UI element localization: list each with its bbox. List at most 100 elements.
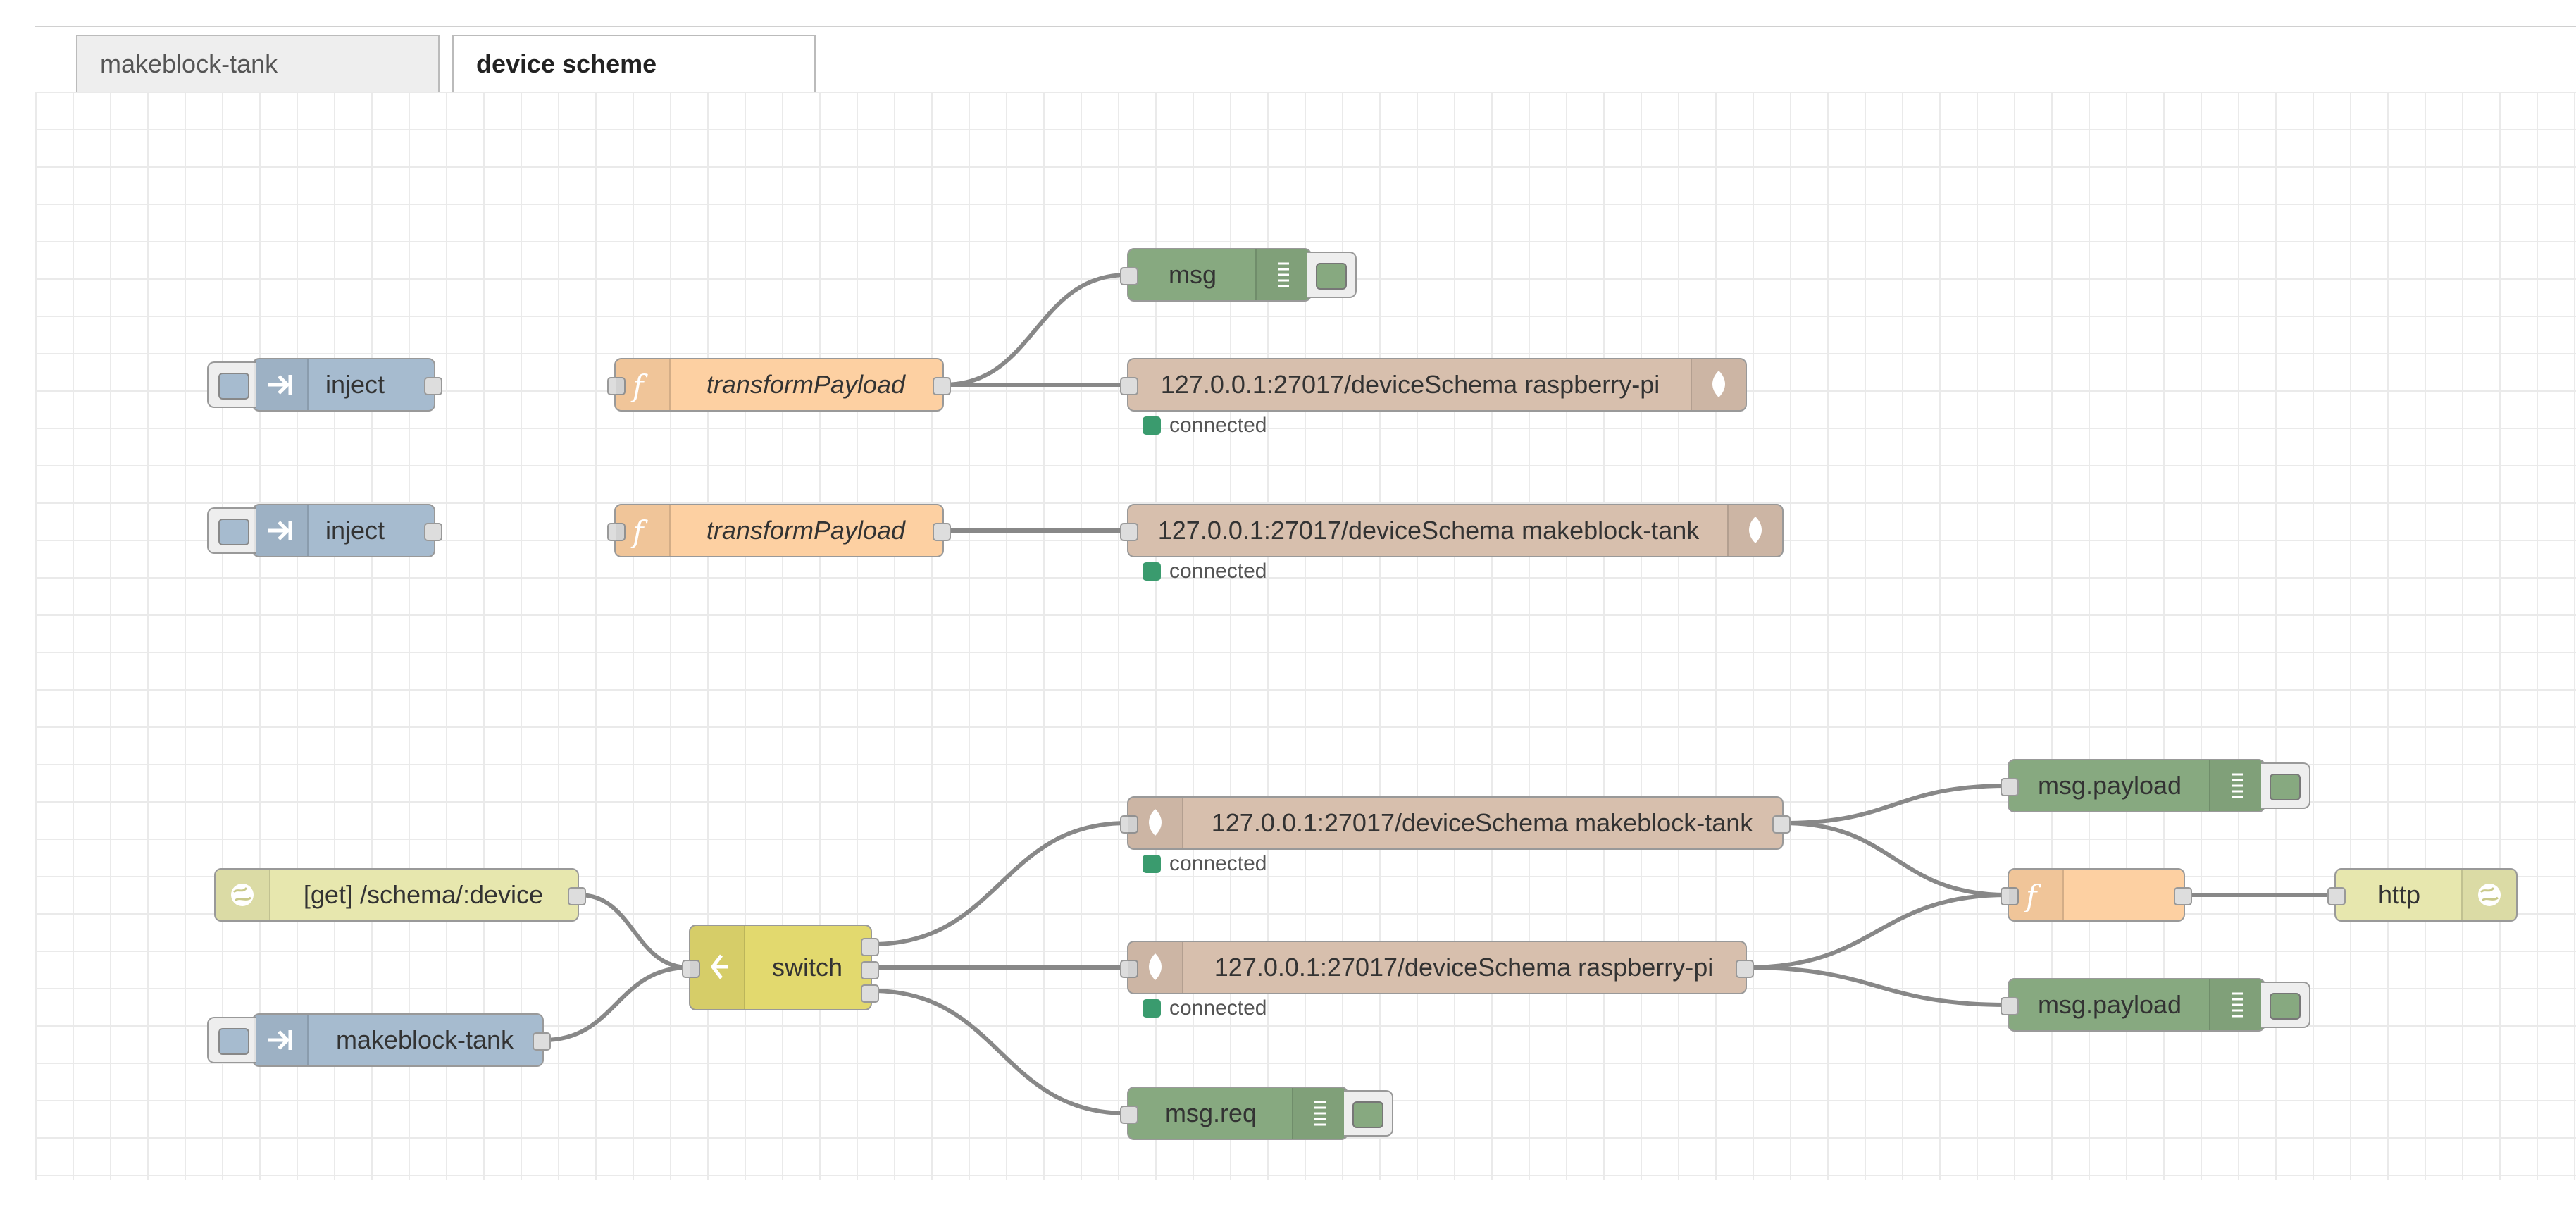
input-port[interactable] — [1120, 377, 1138, 395]
function-icon: f — [616, 359, 671, 410]
inject-trigger-button[interactable] — [207, 361, 256, 408]
function-icon: f — [616, 505, 671, 556]
wire-httpin-switch — [578, 893, 690, 970]
arrow-in-icon — [254, 359, 309, 410]
input-port[interactable] — [2001, 887, 2019, 905]
debug-toggle-button[interactable] — [1307, 252, 1357, 298]
mongodb-in-node-1[interactable]: 127.0.0.1:27017/deviceSchema makeblock-t… — [1120, 796, 1791, 850]
status-dot — [1143, 999, 1161, 1018]
input-port[interactable] — [2327, 887, 2346, 905]
node-label: 127.0.0.1:27017/deviceSchema raspberry-p… — [1160, 370, 1660, 399]
node-label: msg.payload — [2037, 990, 2182, 1019]
leaf-icon — [1128, 942, 1183, 993]
top-border — [35, 26, 2576, 27]
input-port[interactable] — [2001, 778, 2019, 796]
wire-switch-debugreq — [871, 989, 1128, 1115]
inject-node-makeblock-tank[interactable]: makeblock-tank — [207, 1013, 551, 1067]
tab-device-scheme[interactable]: device scheme — [452, 35, 816, 94]
svg-text:f: f — [2024, 879, 2041, 912]
node-label: switch — [771, 953, 843, 982]
leaf-icon — [1691, 359, 1746, 410]
http-in-node[interactable]: [get] /schema/:device — [214, 868, 586, 922]
svg-text:f: f — [630, 369, 648, 402]
tab-bar: makeblock-tank device scheme — [35, 26, 2576, 94]
flow-workspace[interactable]: inject f transformPayload msg 127.0.0.1:… — [35, 92, 2576, 1180]
input-port[interactable] — [1120, 267, 1138, 285]
wires-layer — [543, 273, 2334, 1115]
status-connected: connected — [1143, 559, 1267, 583]
list-icon — [1292, 1088, 1347, 1139]
input-port[interactable] — [682, 960, 700, 978]
node-label: transformPayload — [706, 516, 906, 545]
debug-node-payload-1[interactable]: msg.payload — [2001, 759, 2310, 812]
output-port-3[interactable] — [861, 984, 879, 1003]
output-port[interactable] — [933, 377, 951, 395]
switch-icon — [690, 926, 745, 1009]
status-dot — [1143, 562, 1161, 581]
debug-toggle-button[interactable] — [1344, 1090, 1393, 1137]
function-node-2[interactable]: f transformPayload — [607, 504, 951, 557]
wire-mongoin2-func3 — [1746, 893, 2008, 970]
function-node-3[interactable]: f — [2001, 868, 2192, 922]
node-label: msg — [1168, 260, 1217, 289]
output-port-2[interactable] — [861, 961, 879, 979]
http-response-node[interactable]: http — [2327, 868, 2518, 922]
node-label: 127.0.0.1:27017/deviceSchema raspberry-p… — [1214, 953, 1714, 982]
output-port[interactable] — [2174, 887, 2192, 905]
node-label: inject — [325, 516, 385, 545]
list-icon — [1255, 249, 1310, 300]
debug-node-payload-2[interactable]: msg.payload — [2001, 978, 2310, 1032]
switch-node[interactable]: switch — [682, 925, 879, 1010]
output-port[interactable] — [933, 523, 951, 541]
node-label: inject — [325, 370, 385, 399]
function-node-1[interactable]: f transformPayload — [607, 358, 951, 412]
debug-node-req[interactable]: msg.req — [1120, 1087, 1393, 1140]
output-port[interactable] — [1772, 815, 1791, 834]
debug-node-msg[interactable]: msg — [1120, 248, 1357, 302]
output-port-1[interactable] — [861, 938, 879, 956]
input-port[interactable] — [607, 523, 626, 541]
leaf-icon — [1727, 505, 1782, 556]
function-icon: f — [2009, 870, 2064, 920]
status-connected: connected — [1143, 851, 1267, 876]
inject-node-2[interactable]: inject — [207, 504, 442, 557]
wire-switch-mongoin1 — [871, 821, 1128, 946]
output-port[interactable] — [1736, 960, 1754, 978]
input-port[interactable] — [607, 377, 626, 395]
inject-trigger-button[interactable] — [207, 1017, 256, 1063]
wire-mongoin2-payload2 — [1746, 965, 2008, 1007]
node-label: 127.0.0.1:27017/deviceSchema makeblock-t… — [1157, 516, 1700, 545]
mongodb-out-node-1[interactable]: 127.0.0.1:27017/deviceSchema raspberry-p… — [1120, 358, 1747, 412]
input-port[interactable] — [1120, 960, 1138, 978]
input-port[interactable] — [1120, 815, 1138, 834]
mongodb-in-node-2[interactable]: 127.0.0.1:27017/deviceSchema raspberry-p… — [1120, 941, 1754, 994]
input-port[interactable] — [1120, 523, 1138, 541]
inject-node-1[interactable]: inject — [207, 358, 442, 412]
node-label: 127.0.0.1:27017/deviceSchema makeblock-t… — [1211, 808, 1753, 837]
input-port[interactable] — [2001, 997, 2019, 1015]
tab-makeblock-tank[interactable]: makeblock-tank — [76, 35, 440, 92]
output-port[interactable] — [568, 887, 586, 905]
node-label: [get] /schema/:device — [303, 880, 544, 909]
output-port[interactable] — [424, 523, 442, 541]
mongodb-out-node-2[interactable]: 127.0.0.1:27017/deviceSchema makeblock-t… — [1120, 504, 1784, 557]
globe-icon — [216, 870, 270, 920]
debug-toggle-button[interactable] — [2261, 982, 2310, 1028]
arrow-in-icon — [254, 505, 309, 556]
wire-inject3-switch — [543, 965, 690, 1042]
node-label: msg.req — [1164, 1099, 1257, 1127]
list-icon — [2209, 760, 2264, 811]
input-port[interactable] — [1120, 1106, 1138, 1124]
status-connected: connected — [1143, 413, 1267, 438]
svg-text:f: f — [630, 514, 648, 548]
output-port[interactable] — [533, 1032, 551, 1051]
inject-trigger-button[interactable] — [207, 507, 256, 554]
debug-toggle-button[interactable] — [2261, 762, 2310, 809]
wire-mongoin1-func3 — [1783, 821, 2008, 897]
wire-mongoin1-payload1 — [1783, 784, 2008, 825]
list-icon — [2209, 979, 2264, 1030]
node-label: makeblock-tank — [335, 1025, 514, 1054]
arrow-in-icon — [254, 1015, 309, 1065]
output-port[interactable] — [424, 377, 442, 395]
node-label: transformPayload — [706, 370, 906, 399]
